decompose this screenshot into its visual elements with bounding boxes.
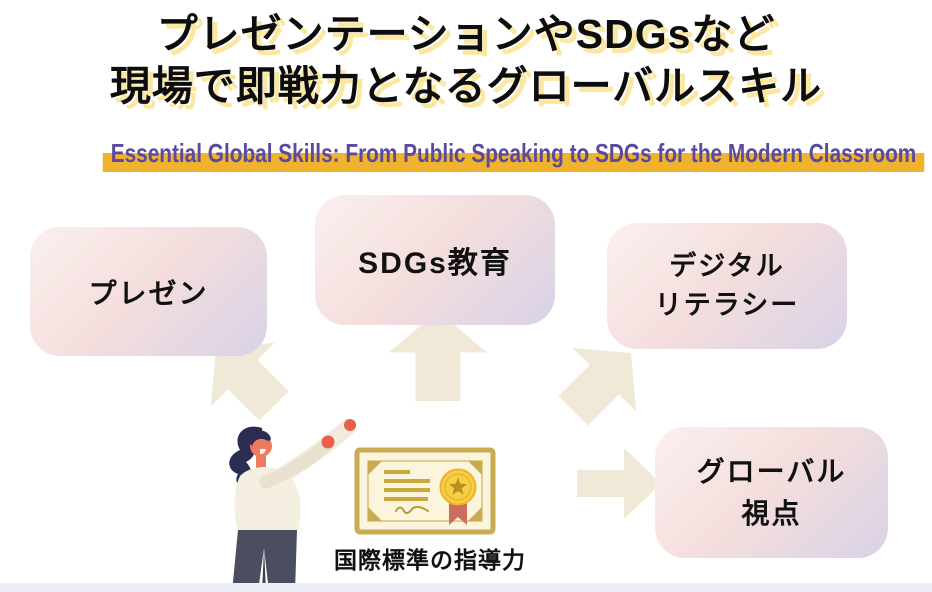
skill-label-line1: グローバル <box>696 455 847 487</box>
skill-label: プレゼン <box>88 277 209 309</box>
arrow-right-icon <box>577 448 661 519</box>
skill-label: SDGs教育 <box>358 247 512 280</box>
skill-label-line2: 視点 <box>741 497 802 529</box>
skill-label-line1: デジタル <box>669 250 785 281</box>
skill-box-global-perspective: グローバル 視点 <box>655 427 888 558</box>
subtitle-row: Essential Global Skills: From Public Spe… <box>0 137 932 172</box>
main-title-line1: プレゼンテーションやSDGsなど <box>156 11 776 57</box>
teacher-illustration-icon <box>229 419 356 592</box>
skill-label-line2: リテラシー <box>654 290 800 320</box>
skill-box-presentation: プレゼン <box>30 227 267 356</box>
main-title-line2: 現場で即戦力となるグローバルスキル <box>109 63 823 110</box>
certificate-icon <box>354 447 496 535</box>
footer-strip <box>0 583 932 592</box>
skill-box-digital-literacy: デジタル リテラシー <box>607 223 847 349</box>
center-caption: 国際標準の指導力 <box>334 547 526 573</box>
main-title: プレゼンテーションやSDGsなど 現場で即戦力となるグローバルスキル <box>0 8 932 112</box>
subtitle-en: Essential Global Skills: From Public Spe… <box>102 137 925 172</box>
skill-box-sdgs-education: SDGs教育 <box>315 195 555 325</box>
